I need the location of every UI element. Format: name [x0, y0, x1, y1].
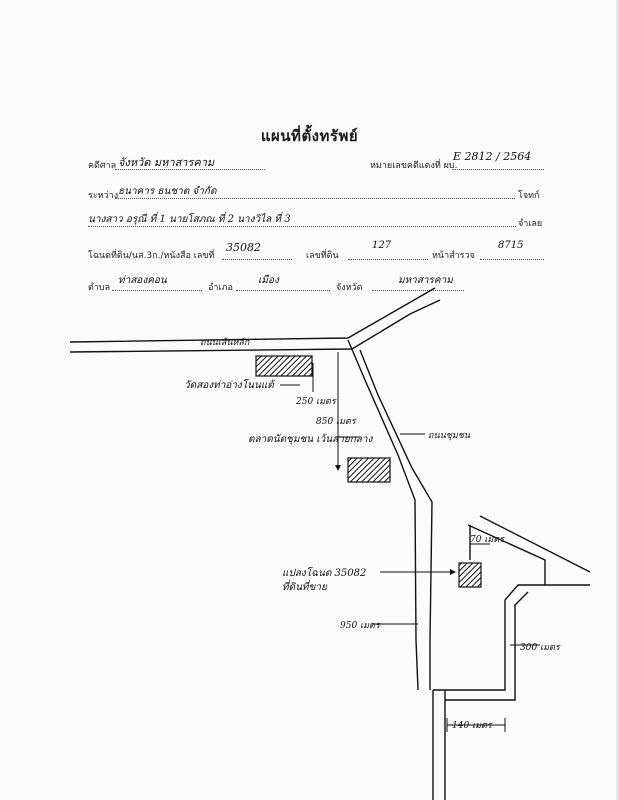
land-no-value: 127: [372, 240, 392, 251]
province-label: จังหวัด: [336, 283, 363, 293]
dist-850-label: 850 เมตร: [316, 417, 356, 427]
case-no-underline: [452, 169, 544, 170]
dist-950-label: 950 เมตร: [340, 621, 380, 631]
temple-label: วัดสองท่าอ่างโนนแต้: [184, 380, 274, 391]
page-no-value: 8715: [498, 240, 524, 251]
property-label: แปลงโฉนด 35082: [282, 568, 367, 579]
court-underline: [115, 169, 265, 170]
deed-number-underline: [222, 259, 292, 260]
page-no-label: หน้าสำรวจ: [432, 251, 475, 261]
case-no-value: E 2812 / 2564: [453, 150, 532, 163]
main-road-right-edge: [359, 349, 433, 690]
court-label: คดีศาล: [88, 161, 117, 171]
side-road-lower-edge: [445, 591, 529, 701]
defendants-suffix: จำเลย: [518, 219, 543, 229]
page-title: แผนที่ตั้งทรัพย์: [260, 127, 359, 145]
plaintiff-value: ธนาคาร ธนชาต จำกัด: [118, 186, 217, 197]
page-no-underline: [480, 259, 544, 260]
pointer-lines: [280, 352, 540, 732]
market-building: [347, 457, 391, 483]
case-no-label: หมายเลขคดีแดงที่ ผบ.: [370, 161, 458, 171]
property-plot: [458, 562, 482, 588]
property-sub-label: ที่ดินที่ขาย: [282, 582, 327, 593]
compound-east-line: [467, 524, 546, 585]
dist-140-label: 140 เมตร: [452, 721, 492, 731]
defendants-value: นางสาว อรุณี ที่ 1 นายโสภณ ที่ 2 นางวิไล…: [88, 214, 291, 225]
deed-number: 35082: [226, 241, 261, 254]
subdistrict-value: ท่าสองคอน: [118, 275, 167, 286]
main-road-left-edge: [347, 339, 419, 691]
top-road-lower-edge: [69, 299, 441, 353]
subdistrict-label: ตำบล: [88, 283, 111, 293]
deed-label: โฉนดที่ดิน/นส.3ก./หนังสือ เลขที่: [88, 251, 215, 261]
province-underline: [372, 290, 464, 291]
defendants-underline: [88, 226, 516, 227]
compound-north-line: [479, 515, 591, 573]
district-value: เมือง: [258, 275, 279, 286]
side-road-upper-edge: [433, 584, 590, 691]
district-label: อำเภอ: [208, 283, 233, 293]
top-road-upper-edge: [69, 287, 436, 343]
temple-dist-label: 250 เมตร: [296, 397, 336, 407]
temple-building: [255, 355, 313, 377]
market-label: ตลาดนัดชุมชน เว้นสายกลาง: [248, 434, 373, 445]
page-edge: [616, 0, 619, 800]
land-no-label: เลขที่ดิน: [306, 251, 339, 261]
dist-300-label: 300 เมตร: [520, 643, 560, 653]
side-road-label: ถนนชุมชน: [428, 431, 471, 441]
dist-70-label: 70 เมตร: [470, 535, 505, 545]
court-value: จังหวัด มหาสารคาม: [118, 156, 215, 169]
land-no-underline: [348, 259, 428, 260]
plaintiff-label: ระหว่าง: [88, 191, 119, 201]
top-road-label: ถนนเส้นหลัก: [200, 338, 250, 348]
district-underline: [236, 290, 330, 291]
plaintiff-underline: [115, 198, 515, 199]
province-value: มหาสารคาม: [398, 275, 453, 286]
subdistrict-underline: [112, 290, 202, 291]
plaintiff-suffix: โจทก์: [518, 191, 540, 201]
road-lines: [69, 287, 591, 800]
